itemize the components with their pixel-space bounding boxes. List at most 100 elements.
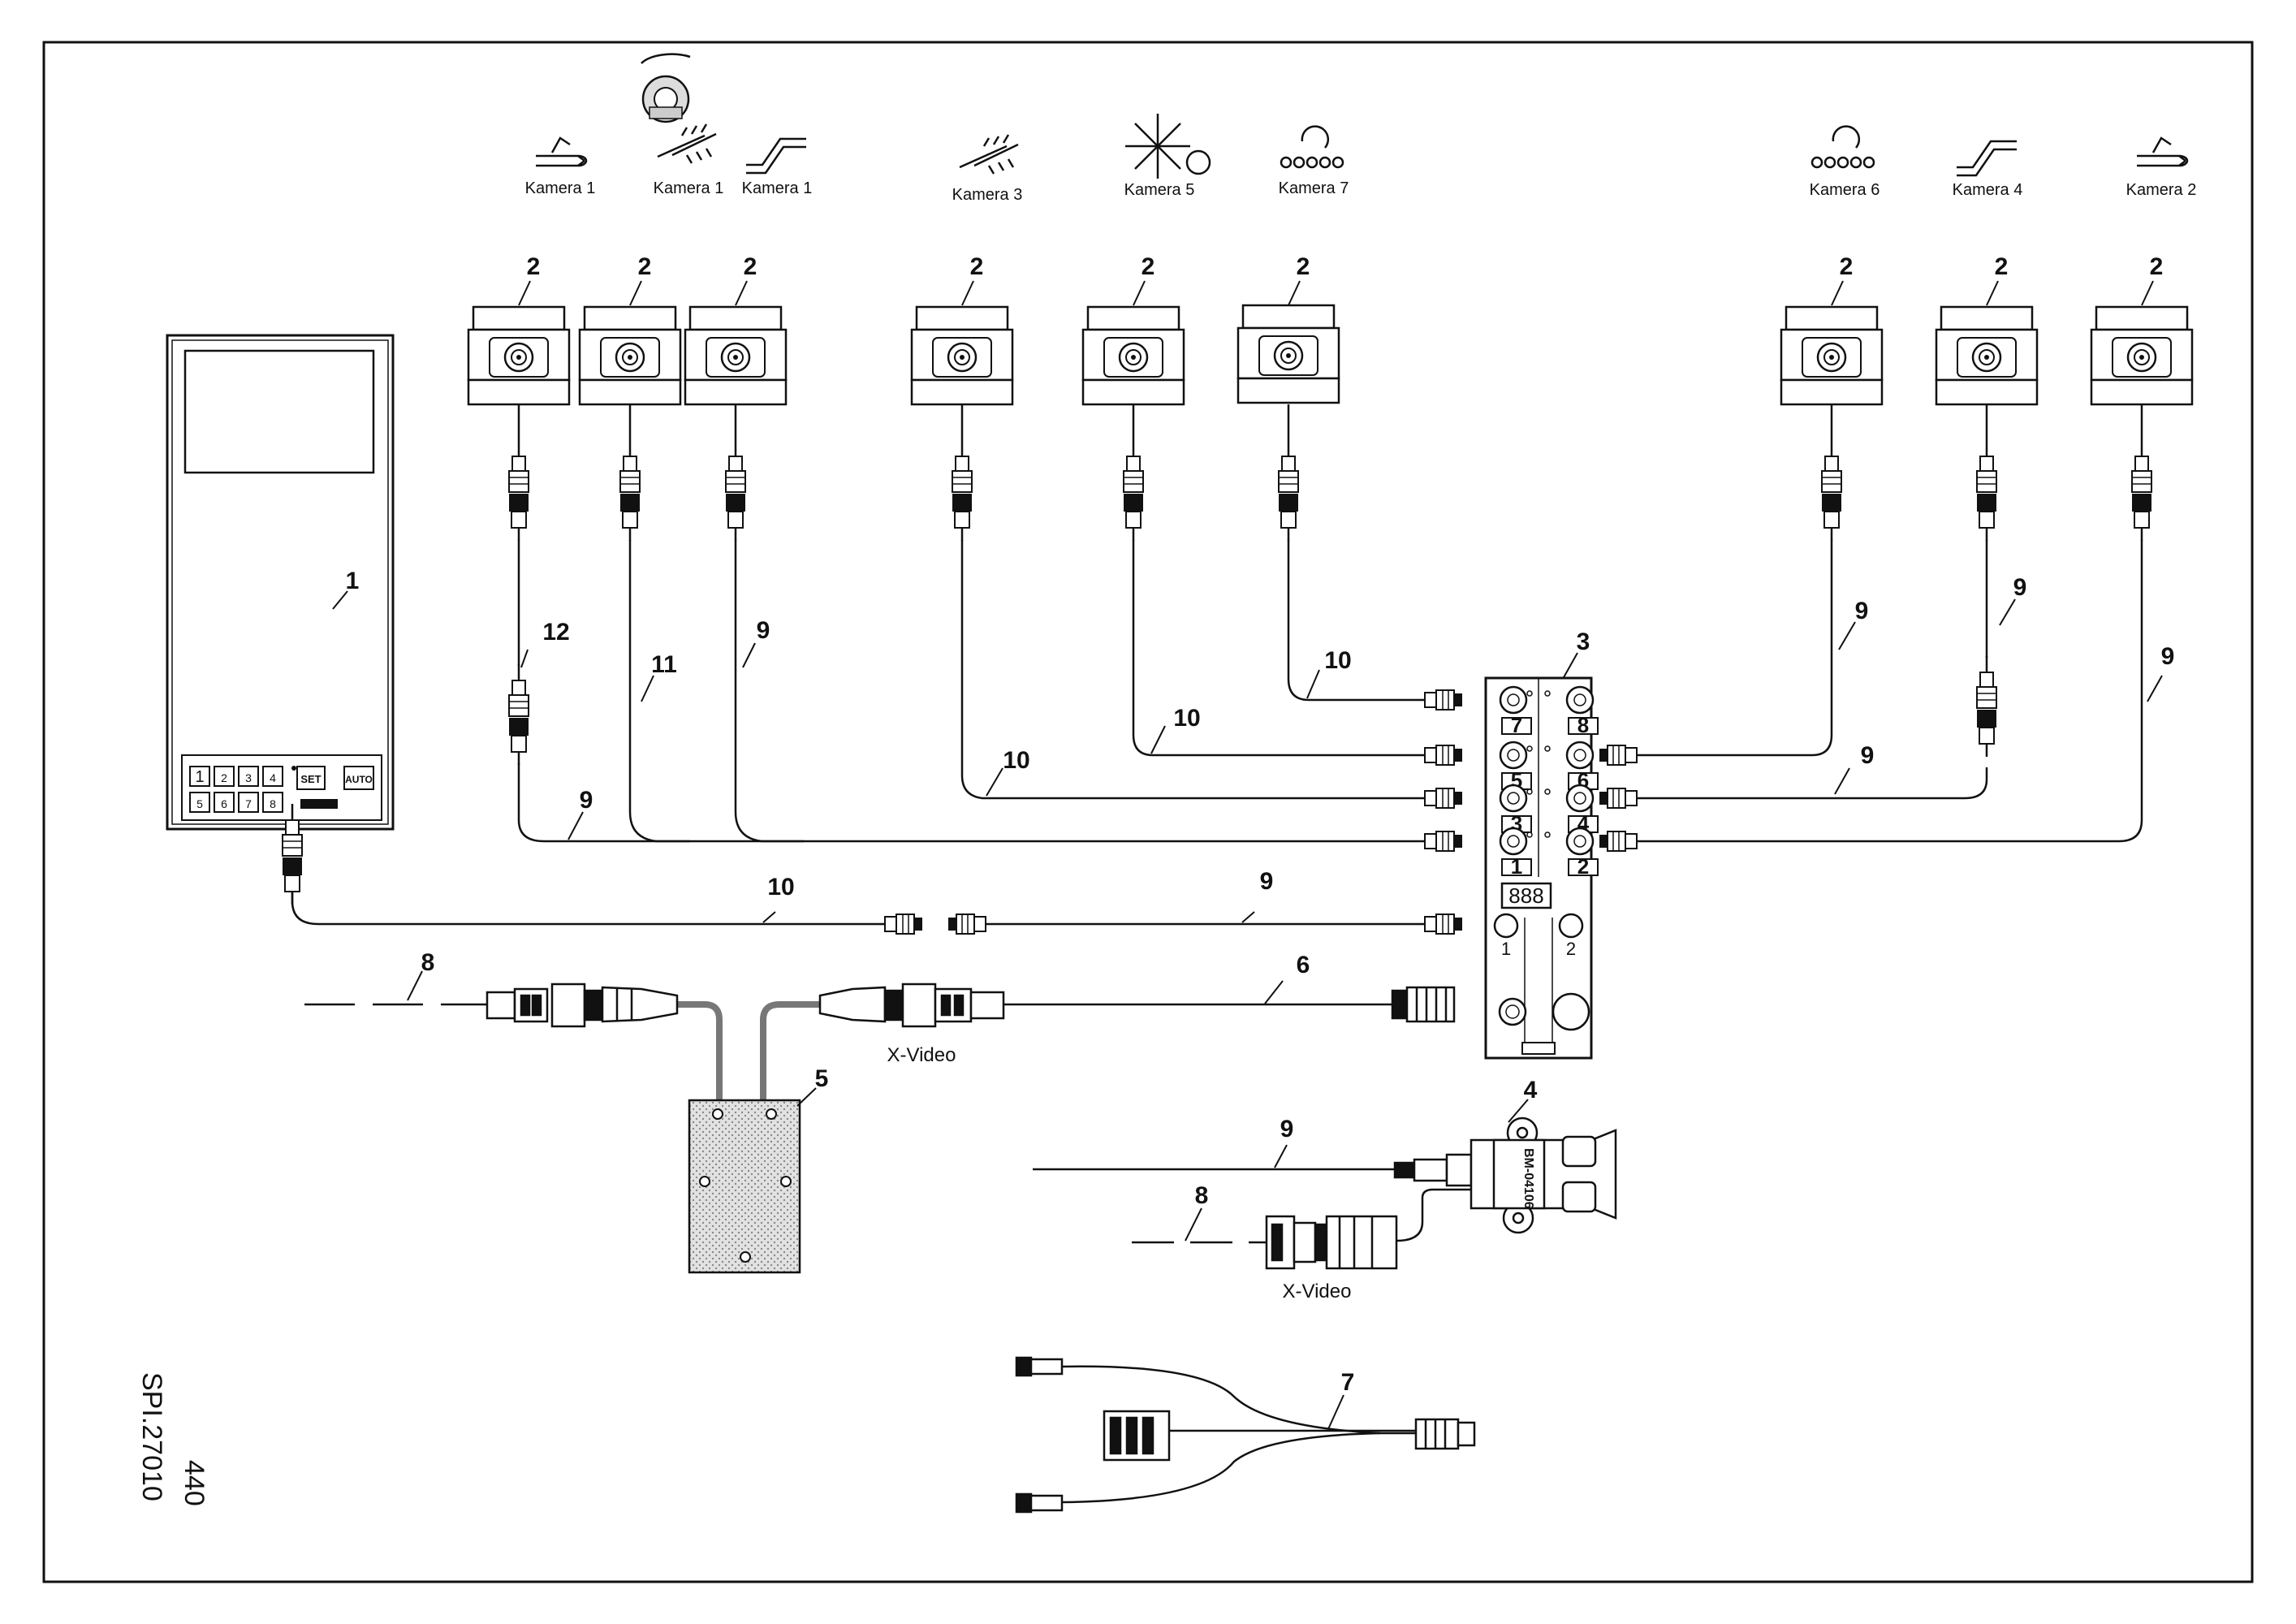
status-led: [1544, 788, 1551, 795]
camera-caption: Kamera 6: [1810, 181, 1880, 199]
item-label-cable-10-a: 10: [1324, 647, 1351, 674]
monitor-set-key[interactable]: SET: [296, 766, 326, 790]
monitor-key-7[interactable]: 7: [238, 792, 259, 813]
status-led: [1526, 690, 1533, 697]
camera-caption: Kamera 3: [952, 186, 1023, 204]
monitor-key-2[interactable]: 2: [214, 766, 235, 787]
item-label-cable-8-lower: 8: [1195, 1182, 1209, 1209]
item-label-cable-9-g: 9: [1861, 742, 1875, 769]
item-label-cable-11: 11: [651, 651, 677, 678]
junction-box-display-value: 888: [1508, 883, 1543, 908]
status-led: [1526, 788, 1533, 795]
adapter-part-text: BM-04106: [1521, 1148, 1535, 1209]
monitor-logo: [300, 799, 338, 809]
item-label-cable-7: 7: [1341, 1369, 1355, 1396]
monitor-key-6[interactable]: 6: [214, 792, 235, 813]
xvideo-label-upper: X-Video: [887, 1044, 956, 1066]
item-label-cable-9-c: 9: [1260, 868, 1274, 895]
item-label-monitor: 1: [346, 568, 360, 594]
auger-function-icon: [746, 137, 806, 175]
item-label-junction-box: 3: [1577, 628, 1590, 655]
status-led: [1544, 831, 1551, 838]
monitor-screen: [183, 349, 375, 474]
xvideo-connector-upper: [486, 983, 1456, 1028]
rotor-function-icon: [1125, 114, 1211, 179]
camera-item-label: 2: [1142, 253, 1155, 280]
status-led: [1544, 745, 1551, 752]
hand-function-icon: [536, 136, 588, 167]
monitor-auto-key[interactable]: AUTO: [343, 766, 374, 790]
camera-caption: Kamera 1: [654, 179, 724, 197]
monitor-key-label: 7: [245, 797, 252, 810]
auger-function-icon: [1957, 140, 2017, 177]
brush-function-icon: [959, 134, 1019, 175]
junction-port-label: 2: [1577, 854, 1589, 879]
junction-port: 8: [1565, 685, 1599, 737]
junction-port-label: 8: [1577, 713, 1589, 737]
camera: 2 Kamera 7: [1236, 179, 1349, 440]
item-label-cable-9-h: 9: [1280, 1116, 1294, 1142]
item-label-cable-10-d: 10: [767, 874, 794, 901]
monitor-key-label: 3: [245, 771, 252, 784]
status-led: [1526, 831, 1533, 838]
item-label-cable-9-f: 9: [2161, 643, 2175, 670]
set-key-label: SET: [300, 773, 321, 785]
drawing-reference: SPI.27010: [136, 1372, 167, 1501]
item-label-cable-9-e: 9: [2013, 574, 2027, 601]
monitor-key-8[interactable]: 8: [262, 792, 283, 813]
monitor-key-5[interactable]: 5: [189, 792, 210, 813]
monitor-key-label: 2: [221, 771, 227, 784]
monitor-key-4[interactable]: 4: [262, 766, 283, 787]
junction-port: 7: [1499, 685, 1532, 737]
monitor-key-3[interactable]: 3: [238, 766, 259, 787]
monitor-key-label: 5: [196, 797, 203, 810]
camera-item-label: 2: [1840, 253, 1854, 280]
junction-port-label: 1: [1511, 854, 1522, 879]
item-label-cable-10-b: 10: [1173, 705, 1200, 732]
camera-item-label: 2: [527, 253, 541, 280]
camera: 2 Kamera 1: [578, 179, 724, 440]
camera-caption: Kamera 7: [1279, 179, 1349, 197]
monitor-key-label: 1: [195, 768, 204, 786]
adapter: BM-04106: [1393, 1116, 1617, 1234]
drawing-number-block: 440 SPI.27010: [136, 1372, 209, 1506]
harness-connectors: [1015, 1356, 1476, 1514]
output-port-label-1: 1: [1501, 939, 1511, 959]
item-label-cable-6: 6: [1297, 952, 1310, 978]
camera-item-label: 2: [1995, 253, 2009, 280]
drawing-number: 440: [179, 1460, 209, 1506]
auto-key-label: AUTO: [345, 774, 373, 785]
junction-port: 2: [1565, 827, 1599, 879]
monitor-key-label: 6: [221, 797, 227, 810]
camera-caption: Kamera 2: [2126, 181, 2197, 199]
item-label-adapter: 4: [1524, 1077, 1538, 1104]
item-label-cable-9-d: 9: [1855, 598, 1869, 624]
camera-item-label: 2: [1297, 253, 1310, 280]
camera-caption: Kamera 1: [525, 179, 596, 197]
status-led: [1544, 690, 1551, 697]
item-label-control-box: 5: [815, 1065, 829, 1092]
control-box: [688, 1099, 801, 1274]
item-label-cable-9-a: 9: [580, 787, 593, 814]
camera-item-label: 2: [2150, 253, 2164, 280]
camera-caption: Kamera 1: [742, 179, 813, 197]
camera: 2 Kamera 6: [1780, 181, 1884, 440]
camera-plugs: [281, 438, 2153, 906]
monitor-key-1[interactable]: 1: [189, 766, 210, 787]
item-label-cable-12: 12: [542, 619, 569, 646]
item-numbers: 1 3 4 5 6 7 8 8 9 9 9 9 9 9 9 9 10 10 10…: [346, 568, 2175, 1396]
xvideo-label-lower: X-Video: [1283, 1281, 1352, 1302]
xvideo-connector-lower: [1265, 1215, 1398, 1270]
monitor-key-label: 4: [270, 771, 276, 784]
drawing-frame: [42, 41, 2254, 1583]
camera-item-label: 2: [638, 253, 652, 280]
camera: 2 Kamera 1: [467, 179, 596, 440]
item-label-cable-9-b: 9: [757, 617, 770, 644]
camera: 2 Kamera 2: [2090, 181, 2197, 440]
chain-function-icon: [1810, 125, 1875, 169]
item-label-cable-10-c: 10: [1003, 747, 1029, 774]
